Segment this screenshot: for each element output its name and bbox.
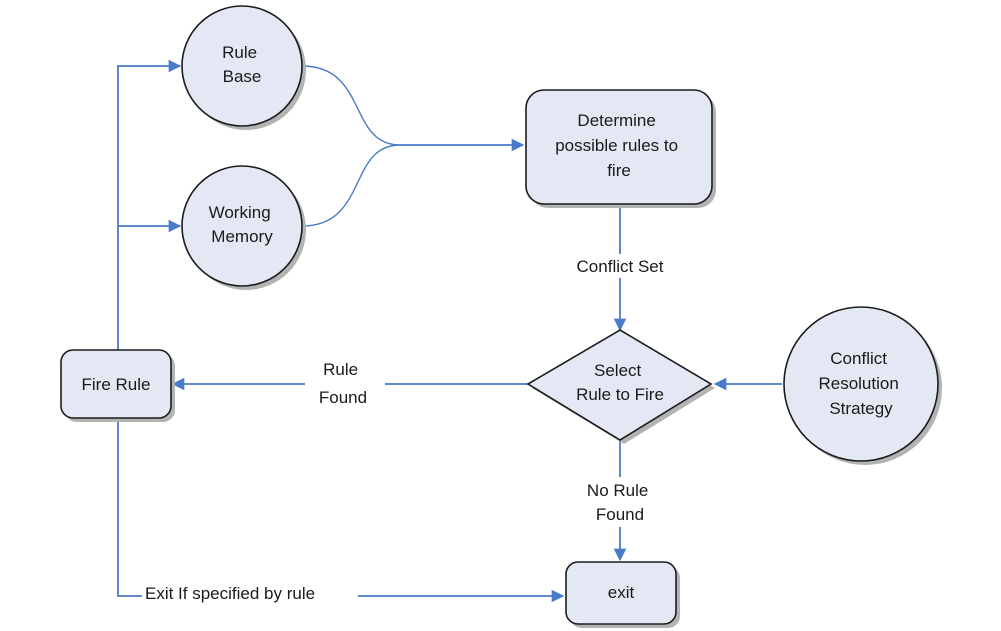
edge-fire-rule-to-exit (117, 418, 565, 603)
svg-text:Rule Base: Rule Base (222, 43, 262, 86)
label-conflict-set: Conflict Set (577, 257, 664, 276)
svg-text:exit: exit (608, 583, 635, 602)
node-working-memory: Working Memory (181, 165, 306, 290)
edge-working-memory-to-merge (301, 144, 401, 227)
node-exit: exit (565, 561, 680, 628)
svg-text:Conflict Resolution: Conflict Resolution Strategy (818, 349, 903, 418)
svg-text:Select Rule to Fire: Select Rule to Fire (576, 361, 664, 404)
node-conflict-resolution-strategy: Conflict Resolution Strategy (783, 306, 942, 465)
svg-text:Determine possible rules: Determine possible rules to fire (555, 111, 683, 180)
node-determine-possible-rules: Determine possible rules to fire (525, 89, 716, 208)
label-no-rule-found: No Rule Found (587, 481, 653, 524)
node-select-rule-to-fire: Select Rule to Fire (526, 329, 715, 444)
svg-text:Fire Rule: Fire Rule (82, 375, 151, 394)
label-rule-found: Rule Found (319, 360, 367, 407)
edge-rule-base-to-merge (301, 65, 401, 146)
edge-fire-to-rule-base (117, 59, 182, 350)
svg-text:Working Memory: Working Memory (209, 203, 276, 246)
label-exit-if-specified: Exit If specified by rule (145, 584, 315, 603)
node-fire-rule: Fire Rule (60, 349, 175, 422)
node-rule-base: Rule Base (181, 5, 306, 130)
